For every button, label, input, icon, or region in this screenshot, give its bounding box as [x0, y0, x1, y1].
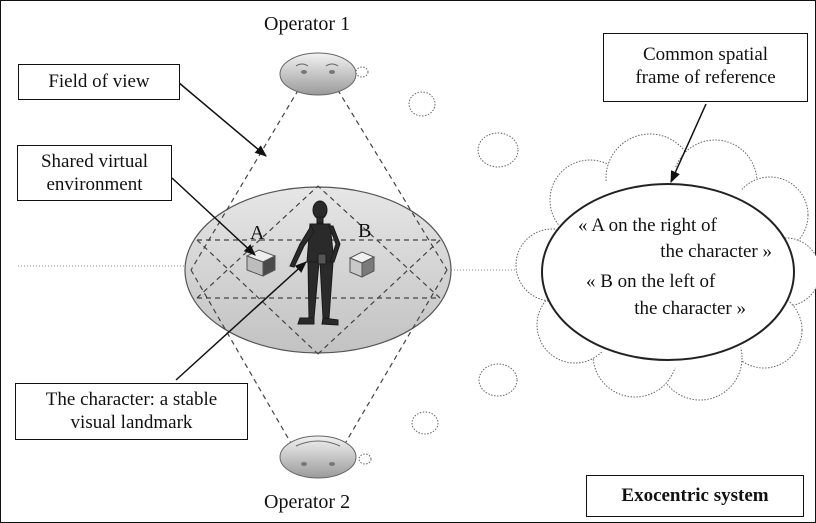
- field-of-view-text: Field of view: [48, 71, 150, 92]
- object-a-label: A: [250, 222, 265, 244]
- common-frame-line-2: frame of reference: [635, 67, 776, 88]
- operator-1-label: Operator 1: [264, 13, 351, 35]
- object-b-label: B: [358, 220, 372, 242]
- common-frame-box: Common spatial frame of reference: [603, 33, 808, 102]
- arrow-shared-environment: [171, 177, 256, 256]
- operator-1-head: [279, 52, 357, 96]
- field-of-view-box: Field of view: [18, 64, 180, 100]
- character-line-1: The character: a stable: [45, 389, 218, 410]
- arrow-character: [175, 261, 307, 381]
- exocentric-system-text: Exocentric system: [621, 485, 769, 506]
- arrow-common-frame: [670, 103, 707, 184]
- shared-environment-line-1: Shared virtual: [40, 151, 149, 172]
- thought-line-4: the character »: [634, 298, 746, 319]
- character-figure: [289, 200, 341, 326]
- cube-b: [348, 251, 376, 278]
- common-frame-ellipse: [541, 183, 795, 361]
- operator-2-label: Operator 2: [264, 491, 351, 513]
- thought-line-2: the character »: [660, 241, 772, 262]
- thought-line-3: « B on the left of: [586, 271, 716, 292]
- thought-line-1: « A on the right of: [578, 215, 717, 236]
- character-line-2: visual landmark: [70, 412, 193, 433]
- cube-a: [245, 249, 277, 277]
- arrow-field-of-view: [177, 81, 267, 157]
- common-frame-line-1: Common spatial: [642, 44, 769, 65]
- exocentric-system-box: Exocentric system: [586, 475, 804, 517]
- operator-2-head: [279, 435, 357, 479]
- thought-trail-bubbles: [355, 66, 519, 465]
- character-box: The character: a stable visual landmark: [15, 383, 248, 440]
- shared-environment-line-2: environment: [46, 174, 143, 195]
- shared-environment-box: Shared virtual environment: [17, 145, 172, 201]
- field-of-view-lines: [190, 81, 448, 465]
